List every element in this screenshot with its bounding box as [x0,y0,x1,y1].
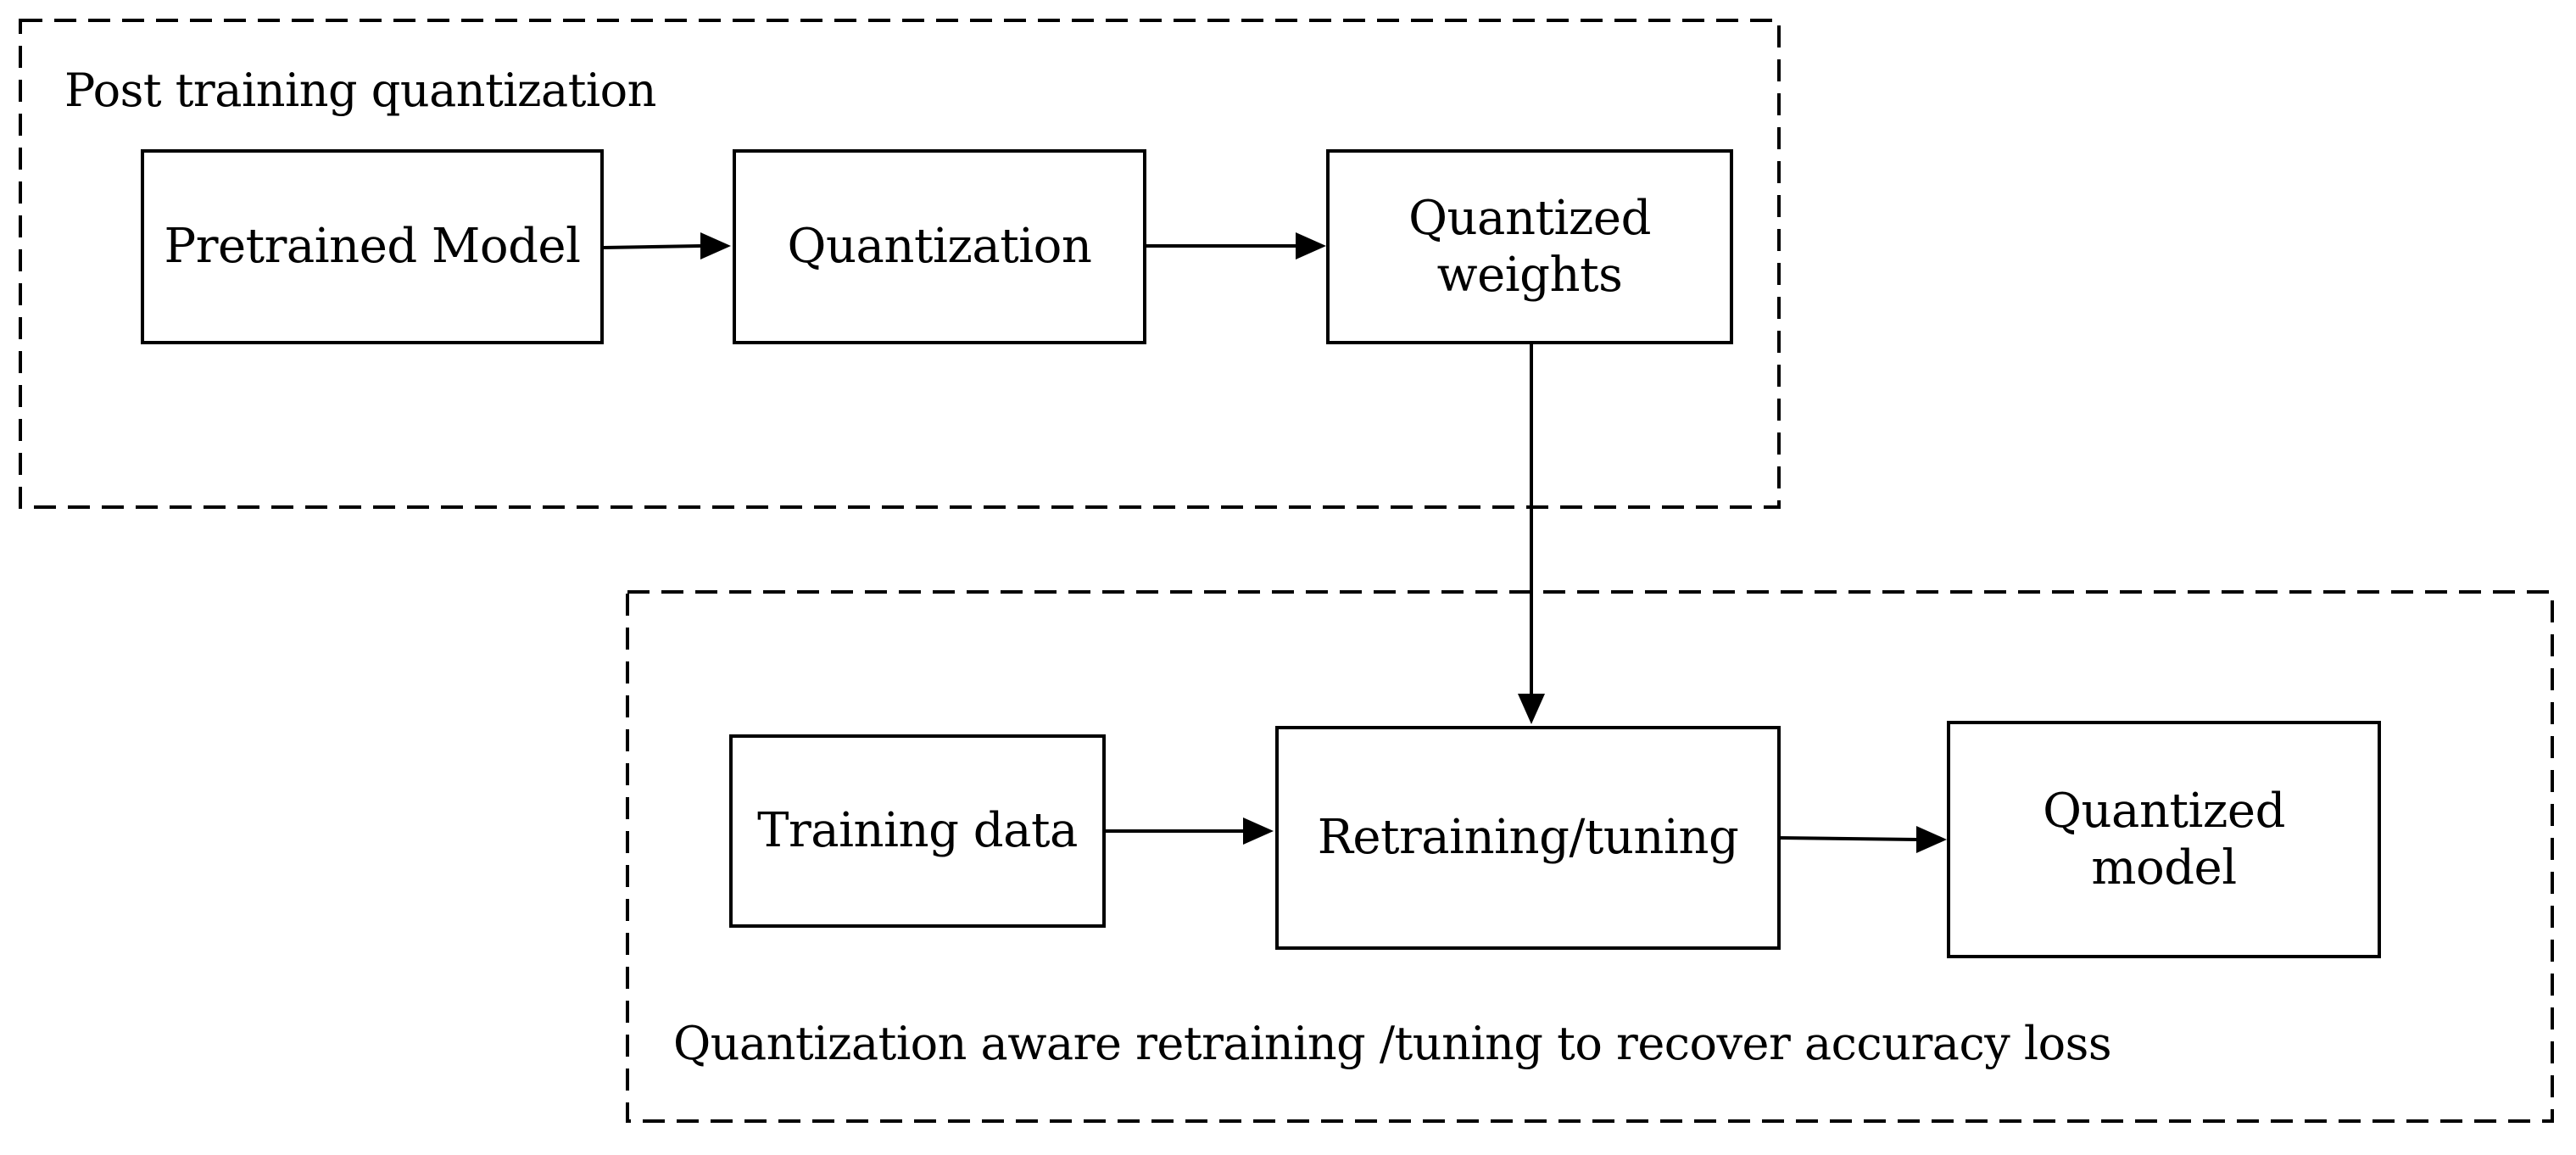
pretrained-model-label: Pretrained Model [164,219,581,275]
post-training-group-title: Post training quantization [64,64,656,117]
training-data-label: Training data [757,803,1078,859]
aware-retraining-group-title: Quantization aware retraining /tuning to… [673,1017,2112,1070]
quantized-model-node: Quantized model [1947,721,2381,958]
quantization-node: Quantization [733,149,1146,344]
edge-retraining-to-model [1778,826,1947,853]
quantized-weights-node: Quantized weights [1326,149,1733,344]
quantized-weights-label: Quantized weights [1408,190,1651,303]
post-training-group-border [19,19,1781,509]
edge-trainingdata-to-retraining [1104,817,1274,845]
retraining-tuning-node: Retraining/tuning [1275,726,1781,950]
training-data-node: Training data [729,734,1106,928]
quantization-label: Quantization [787,219,1092,275]
aware-retraining-group-border [626,590,2554,1123]
edge-weights-to-retraining [1518,343,1545,724]
edge-pretrained-to-quantization [603,232,731,259]
quantized-model-label: Quantized model [2043,783,2285,896]
edge-quantization-to-weights [1145,232,1326,259]
pretrained-model-node: Pretrained Model [141,149,604,344]
retraining-tuning-label: Retraining/tuning [1317,810,1739,866]
